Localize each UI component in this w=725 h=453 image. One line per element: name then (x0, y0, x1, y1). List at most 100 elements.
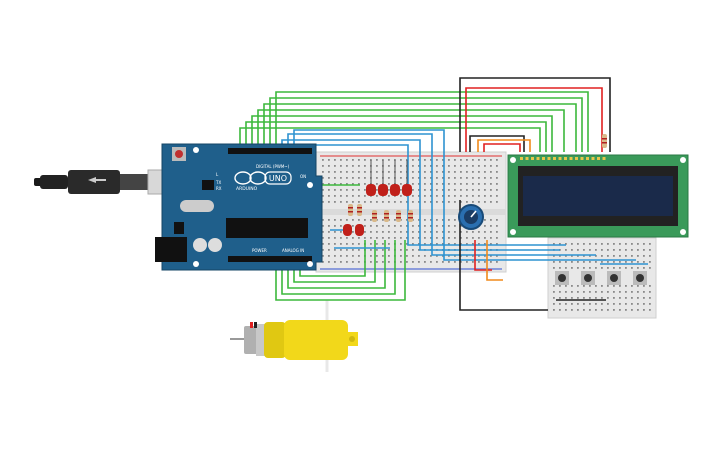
breadboard-hole (412, 237, 414, 239)
breadboard-hole (340, 261, 342, 263)
breadboard-hole (358, 249, 360, 251)
breadboard-hole (430, 201, 432, 203)
breadboard-hole (607, 303, 609, 305)
breadboard-hole (424, 159, 426, 161)
breadboard-hole (466, 171, 468, 173)
pushbutton-icon[interactable] (633, 271, 647, 285)
breadboard-hole (328, 159, 330, 161)
breadboard-hole (472, 165, 474, 167)
breadboard-hole (619, 267, 621, 269)
breadboard-hole (442, 261, 444, 263)
breadboard-hole (454, 201, 456, 203)
breadboard-hole (613, 261, 615, 263)
breadboard-hole (601, 303, 603, 305)
breadboard-hole (334, 183, 336, 185)
breadboard-hole (637, 249, 639, 251)
breadboard-hole (346, 189, 348, 191)
breadboard-hole (334, 159, 336, 161)
breadboard-hole (412, 225, 414, 227)
breadboard-hole (490, 201, 492, 203)
breadboard-hole (454, 165, 456, 167)
breadboard-hole (454, 225, 456, 227)
breadboard-hole (442, 237, 444, 239)
breadboard-hole (436, 183, 438, 185)
breadboard-hole (637, 261, 639, 263)
breadboard-hole (334, 195, 336, 197)
breadboard-hole (442, 189, 444, 191)
breadboard-hole (583, 249, 585, 251)
breadboard-hole (382, 261, 384, 263)
breadboard-hole (334, 249, 336, 251)
breadboard-hole (478, 183, 480, 185)
breadboard-hole (631, 291, 633, 293)
breadboard-hole (418, 249, 420, 251)
arduino-uno-board[interactable]: UNO ARDUINO DIGITAL (PWM~) POWER ANALOG … (155, 143, 323, 271)
breadboard-hole (322, 165, 324, 167)
breadboard-hole (370, 237, 372, 239)
breadboard-hole (424, 225, 426, 227)
breadboard-hole (643, 303, 645, 305)
breadboard-hole (565, 309, 567, 311)
power-analog-header (228, 256, 312, 262)
lcd-pin (602, 157, 606, 160)
atmega-chip (226, 218, 308, 238)
breadboard-hole (346, 195, 348, 197)
breadboard-hole (637, 255, 639, 257)
breadboard-hole (370, 159, 372, 161)
breadboard-hole (484, 189, 486, 191)
breadboard-hole (388, 255, 390, 257)
breadboard-hole (490, 261, 492, 263)
breadboard-hole (583, 285, 585, 287)
breadboard-hole (484, 171, 486, 173)
breadboard-hole (484, 225, 486, 227)
breadboard-hole (358, 159, 360, 161)
breadboard-hole (394, 159, 396, 161)
breadboard-hole (484, 201, 486, 203)
power-jack (155, 237, 187, 262)
breadboard-hole (376, 183, 378, 185)
breadboard-hole (364, 171, 366, 173)
breadboard-hole (400, 201, 402, 203)
breadboard-hole (490, 171, 492, 173)
breadboard-hole (460, 177, 462, 179)
breadboard-hole (436, 255, 438, 257)
breadboard-hole (466, 201, 468, 203)
breadboard-hole (430, 237, 432, 239)
breadboard-hole (631, 285, 633, 287)
breadboard-hole (358, 189, 360, 191)
pushbutton-icon[interactable] (607, 271, 621, 285)
breadboard-hole (478, 189, 480, 191)
breadboard-hole (460, 159, 462, 161)
breadboard-hole (643, 309, 645, 311)
breadboard-hole (358, 243, 360, 245)
breadboard-hole (571, 297, 573, 299)
breadboard-hole (394, 225, 396, 227)
breadboard-hole (577, 243, 579, 245)
potentiometer-icon[interactable] (458, 204, 484, 230)
breadboard-hole (607, 285, 609, 287)
breadboard-hole (394, 231, 396, 233)
breadboard-hole (352, 243, 354, 245)
breadboard-hole (577, 297, 579, 299)
breadboard-hole (589, 255, 591, 257)
breadboard-hole (382, 237, 384, 239)
breadboard-hole (466, 189, 468, 191)
led-icon (402, 160, 412, 196)
pushbutton-icon[interactable] (555, 271, 569, 285)
breadboard-hole (340, 195, 342, 197)
breadboard-hole (352, 165, 354, 167)
lcd-pin (586, 157, 589, 160)
breadboard-hole (322, 225, 324, 227)
breadboard-hole (553, 255, 555, 257)
breadboard-hole (358, 165, 360, 167)
breadboard-hole (448, 243, 450, 245)
breadboard-hole (565, 243, 567, 245)
pushbutton-icon[interactable] (581, 271, 595, 285)
breadboard-holes (553, 243, 651, 311)
breadboard-hole (571, 267, 573, 269)
lcd-pin (553, 157, 556, 160)
breadboard-hole (559, 309, 561, 311)
breadboard-hole (340, 189, 342, 191)
breadboard-hole (388, 225, 390, 227)
breadboard-hole (376, 249, 378, 251)
